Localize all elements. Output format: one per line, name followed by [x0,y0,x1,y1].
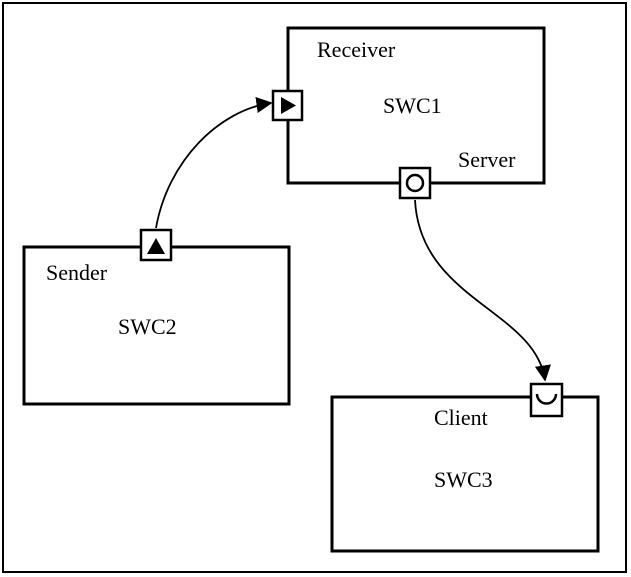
component-swc1[interactable]: Receiver SWC1 Server [286,26,546,185]
swc2-role-label: Sender [46,260,108,285]
swc2-name: SWC2 [118,314,177,339]
component-swc2-box [22,245,291,406]
swc1-name: SWC1 [383,93,442,118]
client-port-icon[interactable] [529,382,564,418]
component-swc3[interactable]: Client SWC3 [330,395,600,553]
sender-port-icon[interactable] [139,228,173,262]
component-swc2[interactable]: Sender SWC2 [22,245,291,406]
server-port-icon[interactable] [398,166,432,200]
sender-receiver-connector [155,96,273,229]
receiver-port-icon[interactable] [271,89,304,122]
swc1-role-label: Receiver [317,37,396,62]
swc3-role-label: Client [434,405,488,430]
swc3-name: SWC3 [434,467,493,492]
component-swc3-box [330,395,600,553]
swc1-port-label: Server [458,147,516,172]
client-server-connector [414,199,551,382]
